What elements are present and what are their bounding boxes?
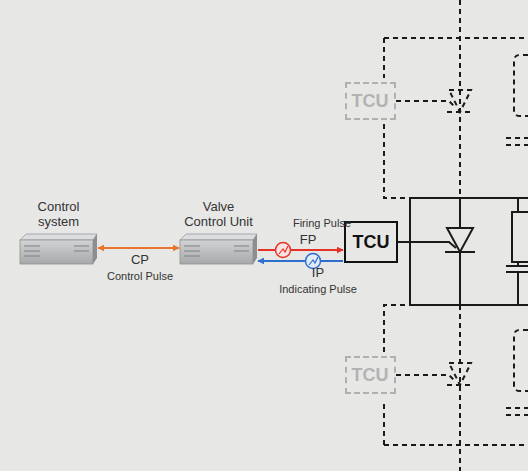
valve-dashed-sections xyxy=(384,0,528,471)
signal-caption: Indicating Pulse xyxy=(279,283,357,296)
signal-name: CP xyxy=(130,253,150,267)
valve-solid-section xyxy=(398,198,528,305)
unit-label: TCU xyxy=(353,232,390,253)
unit-heading: Valve Control Unit xyxy=(182,199,256,229)
signal-link xyxy=(258,249,343,251)
tcu-box-ghost: TCU xyxy=(345,356,396,394)
unit-label: TCU xyxy=(352,91,389,112)
signal-caption: Firing Pulse xyxy=(293,217,351,230)
unit-heading: Control system xyxy=(27,199,91,229)
tcu-box: TCU xyxy=(344,221,398,263)
rack-unit: Control system xyxy=(20,234,97,264)
signal-link xyxy=(258,260,343,262)
signal-link xyxy=(98,247,179,249)
signal-name: IP xyxy=(311,266,325,280)
rack-unit: Valve Control Unit xyxy=(180,234,257,264)
signal-name: FP xyxy=(299,233,318,247)
tcu-box-ghost: TCU xyxy=(345,82,396,120)
rack-icon xyxy=(180,234,257,264)
unit-label: TCU xyxy=(352,365,389,386)
signal-caption: Control Pulse xyxy=(107,270,173,283)
fiber-transmitter-icon xyxy=(276,243,291,258)
rack-icon xyxy=(20,234,97,264)
